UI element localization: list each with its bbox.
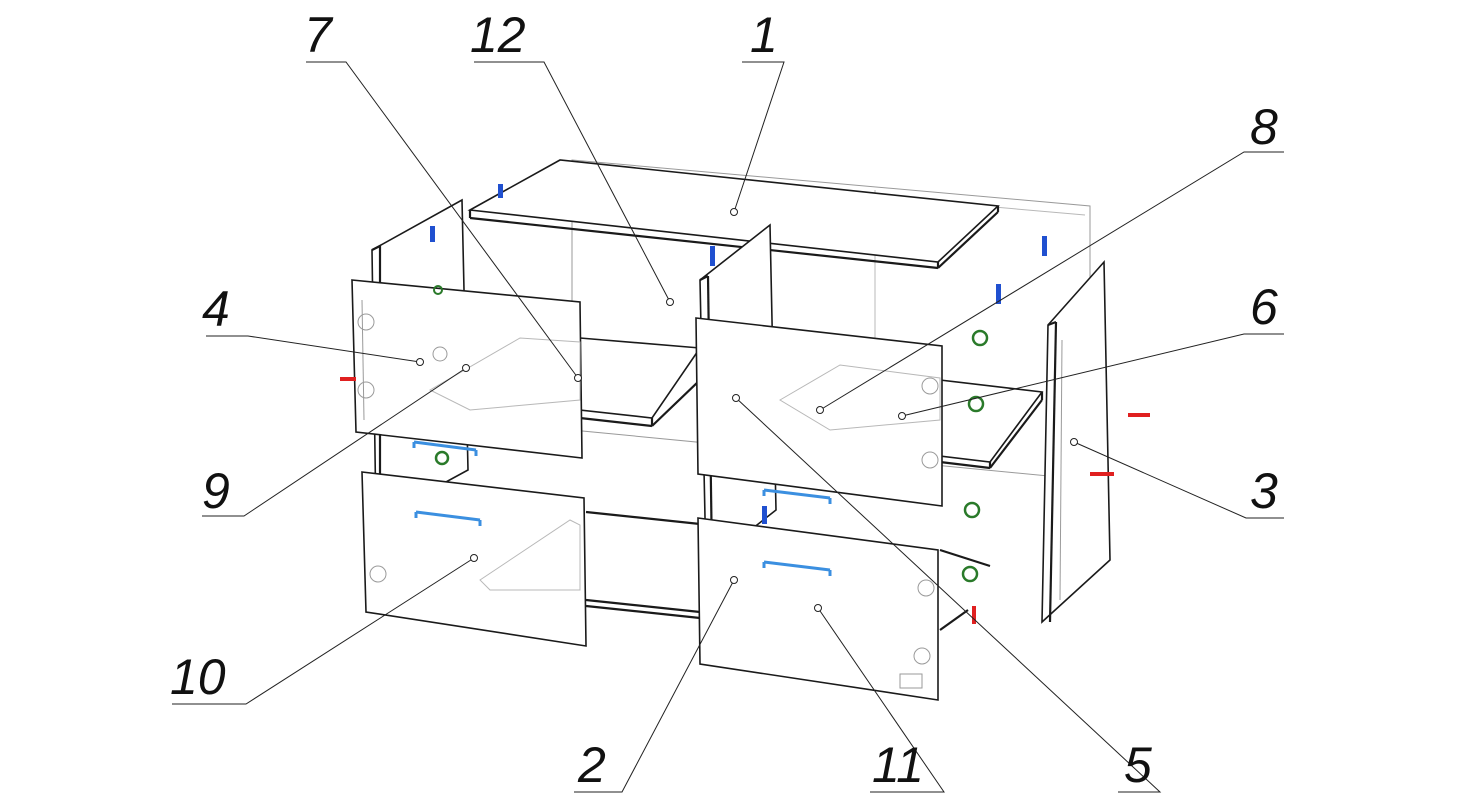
callout-7: 7 — [304, 7, 334, 63]
hinges — [433, 285, 989, 583]
clips — [430, 184, 1047, 524]
hinge-icon — [967, 395, 985, 413]
callout-2: 2 — [577, 737, 606, 793]
screw-icon — [1128, 413, 1150, 417]
callout-labels: 7 12 1 8 6 4 9 3 10 2 11 5 — [170, 7, 1278, 793]
bottom-rails — [585, 510, 991, 631]
handle-icon — [412, 440, 478, 456]
clip-icon — [430, 226, 435, 242]
right-shelf — [939, 379, 1044, 470]
leader-lines — [172, 61, 1284, 793]
left-shelf — [579, 337, 702, 428]
clip-icon — [996, 284, 1001, 304]
clip-icon — [1042, 236, 1047, 256]
handle-icon — [762, 488, 832, 504]
callout-12: 12 — [470, 7, 526, 63]
clip-icon — [710, 246, 715, 266]
callout-1: 1 — [750, 7, 778, 63]
handle-icon — [762, 560, 832, 576]
screw-icon — [340, 377, 356, 381]
callout-9: 9 — [202, 463, 230, 519]
handles — [412, 440, 832, 576]
screw-icon — [972, 606, 976, 624]
callout-10: 10 — [170, 649, 226, 705]
hinge-icon — [434, 450, 450, 466]
screws — [340, 377, 1150, 624]
callout-dots — [416, 208, 1078, 612]
handle-icon — [414, 510, 482, 526]
callout-3: 3 — [1250, 463, 1278, 519]
hinge-icon — [961, 565, 979, 583]
callout-11: 11 — [872, 737, 924, 793]
clip-icon — [762, 506, 767, 524]
hinge-icon — [963, 501, 981, 519]
callout-5: 5 — [1124, 737, 1152, 793]
callout-8: 8 — [1250, 99, 1278, 155]
callout-4: 4 — [202, 281, 230, 337]
screw-icon — [1090, 472, 1114, 476]
clip-icon — [498, 184, 503, 198]
callout-6: 6 — [1250, 279, 1278, 335]
hinge-icon — [433, 285, 443, 295]
hinge-icon — [971, 329, 989, 347]
